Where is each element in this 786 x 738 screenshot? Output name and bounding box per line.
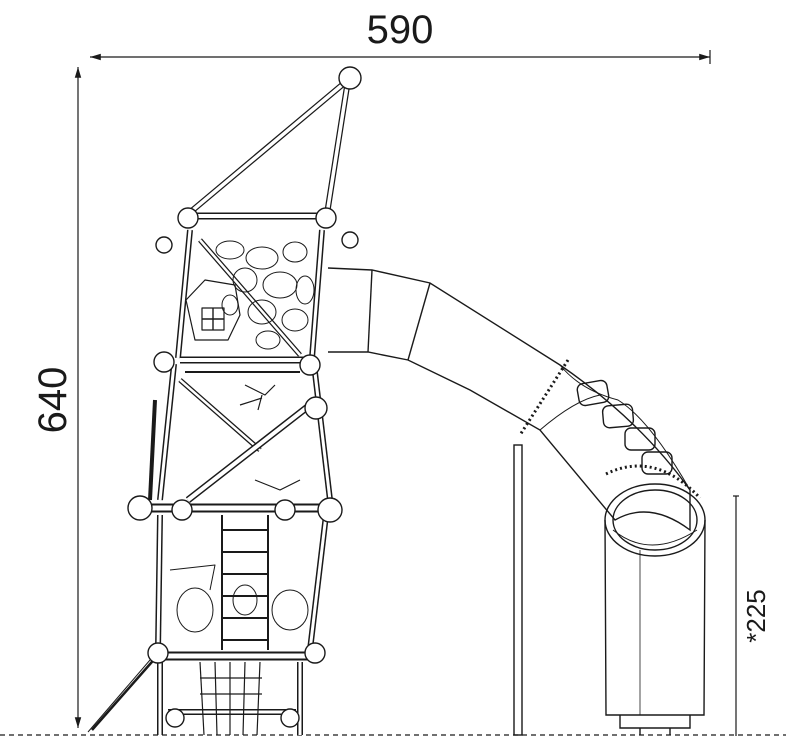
height-dimension-label: 640 [31,366,75,434]
width-dimension-line [90,50,711,64]
slide-height-dimension-line [733,495,739,736]
tube-slide [327,267,706,736]
slide-height-dimension-label: *225 [741,589,771,643]
tower-joints [127,66,362,728]
tower-structure [87,77,351,736]
width-dimension-label: 590 [366,8,434,52]
